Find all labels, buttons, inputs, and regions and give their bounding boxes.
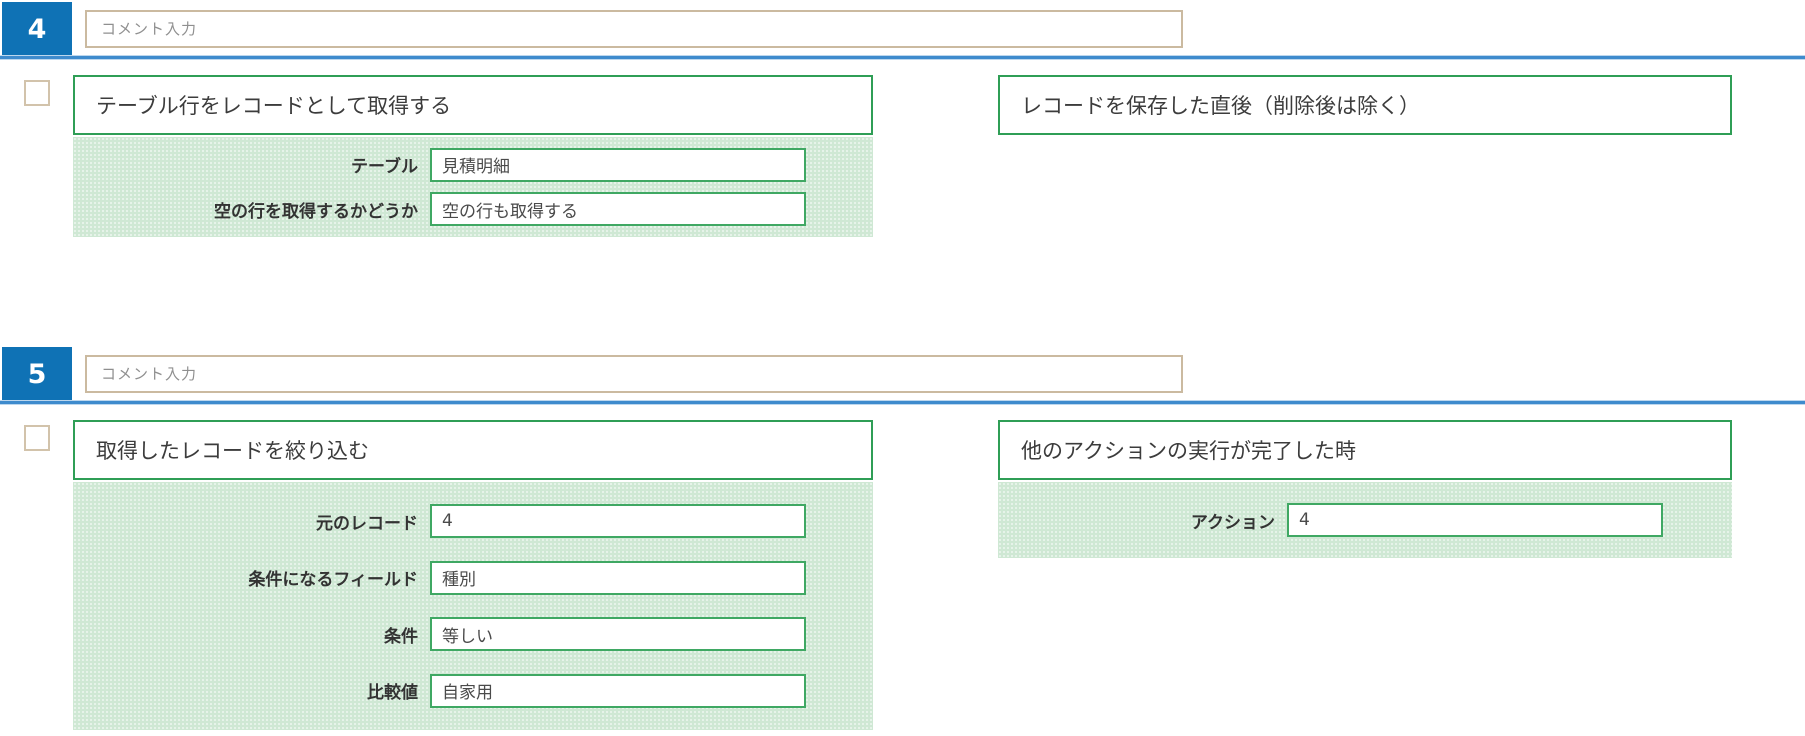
- field-label: 条件: [384, 626, 418, 647]
- field-input[interactable]: [430, 617, 806, 652]
- field-input[interactable]: [430, 560, 806, 595]
- action-title-box[interactable]: テーブル行をレコードとして取得する: [73, 75, 873, 135]
- trigger-title-box[interactable]: レコードを保存した直後（削除後は除く）: [998, 75, 1732, 135]
- section-divider: [0, 401, 1805, 404]
- action-block-4: 4 テーブル行をレコードとして取得する テーブル 空の行を取得するかどうか レコ…: [0, 0, 1805, 345]
- trigger-title: レコードを保存した直後（削除後は除く）: [1021, 94, 1420, 118]
- action-block-5: 5 取得したレコードを絞り込む 元のレコード 条件になるフィールド 条件 比較値: [0, 345, 1805, 736]
- field-row: 条件: [73, 617, 873, 652]
- field-row: 元のレコード: [73, 504, 873, 539]
- trigger-title-box[interactable]: 他のアクションの実行が完了した時: [998, 420, 1732, 480]
- action-title: 取得したレコードを絞り込む: [96, 439, 369, 463]
- action-params-panel: 元のレコード 条件になるフィールド 条件 比較値: [73, 482, 873, 730]
- action-select-checkbox[interactable]: [24, 425, 50, 451]
- field-input[interactable]: [1287, 503, 1663, 537]
- field-label: 空の行を取得するかどうか: [214, 201, 418, 222]
- action-params-panel: テーブル 空の行を取得するかどうか: [73, 137, 873, 237]
- comment-input[interactable]: [85, 10, 1183, 48]
- action-number-badge: 4: [2, 2, 72, 56]
- field-row: 比較値: [73, 673, 873, 708]
- trigger-title: 他のアクションの実行が完了した時: [1021, 439, 1356, 463]
- field-label: 元のレコード: [316, 513, 418, 534]
- comment-input[interactable]: [85, 355, 1183, 393]
- trigger-params-panel: アクション: [998, 482, 1732, 558]
- section-divider: [0, 56, 1805, 59]
- field-label: テーブル: [351, 157, 418, 178]
- action-select-checkbox[interactable]: [24, 80, 50, 106]
- field-row: 空の行を取得するかどうか: [73, 192, 873, 227]
- field-input[interactable]: [430, 147, 806, 182]
- field-row: 条件になるフィールド: [73, 560, 873, 595]
- action-title-box[interactable]: 取得したレコードを絞り込む: [73, 420, 873, 480]
- field-label: 比較値: [367, 683, 418, 704]
- field-input[interactable]: [430, 673, 806, 708]
- action-number-badge: 5: [2, 347, 72, 401]
- field-input[interactable]: [430, 192, 806, 227]
- field-label: 条件になるフィールド: [248, 570, 418, 591]
- action-title: テーブル行をレコードとして取得する: [96, 94, 452, 118]
- field-input[interactable]: [430, 504, 806, 539]
- field-row: テーブル: [73, 147, 873, 182]
- field-label: アクション: [1190, 512, 1275, 533]
- field-row: アクション: [998, 503, 1732, 537]
